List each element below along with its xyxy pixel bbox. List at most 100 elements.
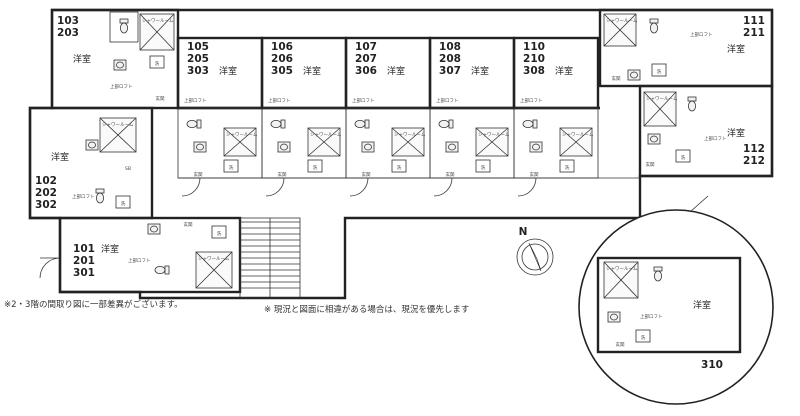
shower-room: シャワールーム [391, 127, 426, 157]
sink-fixture [193, 141, 207, 153]
unit-number-306: 306 [355, 65, 377, 77]
washer-label: 洗 [681, 154, 686, 161]
shower-room: シャワールーム [195, 251, 233, 289]
unit-number-105: 105 [187, 41, 209, 53]
unit-101: 101201301洋室上部ロフトシャワールーム洗玄関 [39, 216, 242, 294]
washer-label: 洗 [481, 164, 486, 171]
shower-room: シャワールーム [559, 127, 594, 157]
western-room-label: 洋室 [555, 65, 573, 77]
washer-space: 洗 [211, 225, 227, 239]
washer-space: 洗 [475, 159, 491, 173]
washer-label: 洗 [217, 230, 222, 237]
entrance-label: 玄関 [278, 171, 287, 178]
door-swing [433, 177, 453, 197]
washer-label: 洗 [565, 164, 570, 171]
toilet-fixture [438, 119, 454, 129]
western-room-label: 洋室 [387, 65, 405, 77]
loft-label: 上部ロフト [690, 31, 713, 38]
unit-number-210: 210 [523, 53, 545, 65]
entrance-label: 玄関 [646, 161, 655, 168]
shower-label: シャワールーム [310, 132, 342, 138]
unit-number-307: 307 [439, 65, 461, 77]
door-swing [349, 177, 369, 197]
toilet-fixture [186, 119, 202, 129]
unit-number-301: 301 [73, 267, 95, 279]
unit-number-203: 203 [57, 27, 79, 39]
loft-label: 上部ロフト [704, 135, 727, 142]
shower-label: シャワールーム [646, 96, 678, 102]
unit-number-201: 201 [73, 255, 95, 267]
western-room-label: 洋室 [727, 43, 745, 55]
shower-label: シャワールーム [198, 256, 230, 262]
unit-number-103: 103 [57, 15, 79, 27]
loft-label: 上部ロフト [268, 97, 291, 104]
note-current-priority: ※ 現況と図面に相違がある場合は、現況を優先します [264, 304, 469, 315]
western-room-label: 洋室 [51, 151, 69, 163]
entrance-label: 玄関 [612, 75, 621, 82]
unit-number-111: 111 [743, 15, 765, 27]
loft-label: 上部ロフト [72, 193, 95, 200]
unit-number-207: 207 [355, 53, 377, 65]
compass-north-label: N [519, 226, 528, 238]
toilet-fixture [522, 119, 538, 129]
washer-space: 洗 [115, 195, 131, 209]
sink-fixture [529, 141, 543, 153]
unit-number-302: 302 [35, 199, 57, 211]
loft-label: 上部ロフト [352, 97, 375, 104]
shower-room: シャワールーム [223, 127, 258, 157]
western-room-label: 洋室 [101, 243, 119, 255]
toilet-fixture [95, 188, 105, 204]
shower-label: シャワールーム [606, 18, 638, 24]
shower-room: シャワールーム [99, 117, 137, 153]
loft-label: 上部ロフト [128, 257, 151, 264]
entrance-label: 玄関 [446, 171, 455, 178]
shower-room: シャワールーム [603, 261, 639, 299]
washer-label: 洗 [657, 68, 662, 75]
toilet-fixture [687, 96, 697, 112]
door-swing [39, 257, 61, 279]
sink-fixture [607, 311, 621, 323]
shower-label: シャワールーム [102, 122, 134, 128]
loft-label: 上部ロフト [110, 83, 133, 90]
washer-label: 洗 [397, 164, 402, 171]
shower-room: シャワールーム [643, 91, 678, 127]
unit-number-205: 205 [187, 53, 209, 65]
washer-space: 洗 [223, 159, 239, 173]
toilet-fixture [270, 119, 286, 129]
entrance-label: 玄関 [156, 95, 165, 102]
entrance-label: 玄関 [530, 171, 539, 178]
shower-label: シャワールーム [394, 132, 426, 138]
washer-space: 洗 [149, 55, 165, 69]
shower-room: シャワールーム [139, 13, 175, 51]
sink-fixture [85, 139, 99, 151]
unit-number-208: 208 [439, 53, 461, 65]
washer-space: 洗 [559, 159, 575, 173]
shower-label: シャワールーム [562, 132, 594, 138]
washer-space: 洗 [651, 63, 667, 77]
western-room-label: 洋室 [303, 65, 321, 77]
sink-fixture [627, 69, 641, 81]
unit-number-112: 112 [743, 143, 765, 155]
washer-label: 洗 [121, 200, 126, 207]
unit-number-101: 101 [73, 243, 95, 255]
unit-number-212: 212 [743, 155, 765, 167]
sink-fixture [113, 59, 127, 71]
sink-fixture [445, 141, 459, 153]
door-swing [265, 177, 285, 197]
washer-label: 洗 [155, 60, 160, 67]
entrance-label: 玄関 [616, 341, 625, 348]
unit-number-202: 202 [35, 187, 57, 199]
entrance-label: 玄関 [362, 171, 371, 178]
toilet-fixture [649, 18, 659, 34]
washer-label: 洗 [229, 164, 234, 171]
loft-label: 上部ロフト [640, 313, 663, 320]
shower-room: シャワールーム [603, 13, 638, 47]
sink-fixture [361, 141, 375, 153]
western-room-label: 洋室 [73, 53, 91, 65]
western-room-label: 洋室 [471, 65, 489, 77]
